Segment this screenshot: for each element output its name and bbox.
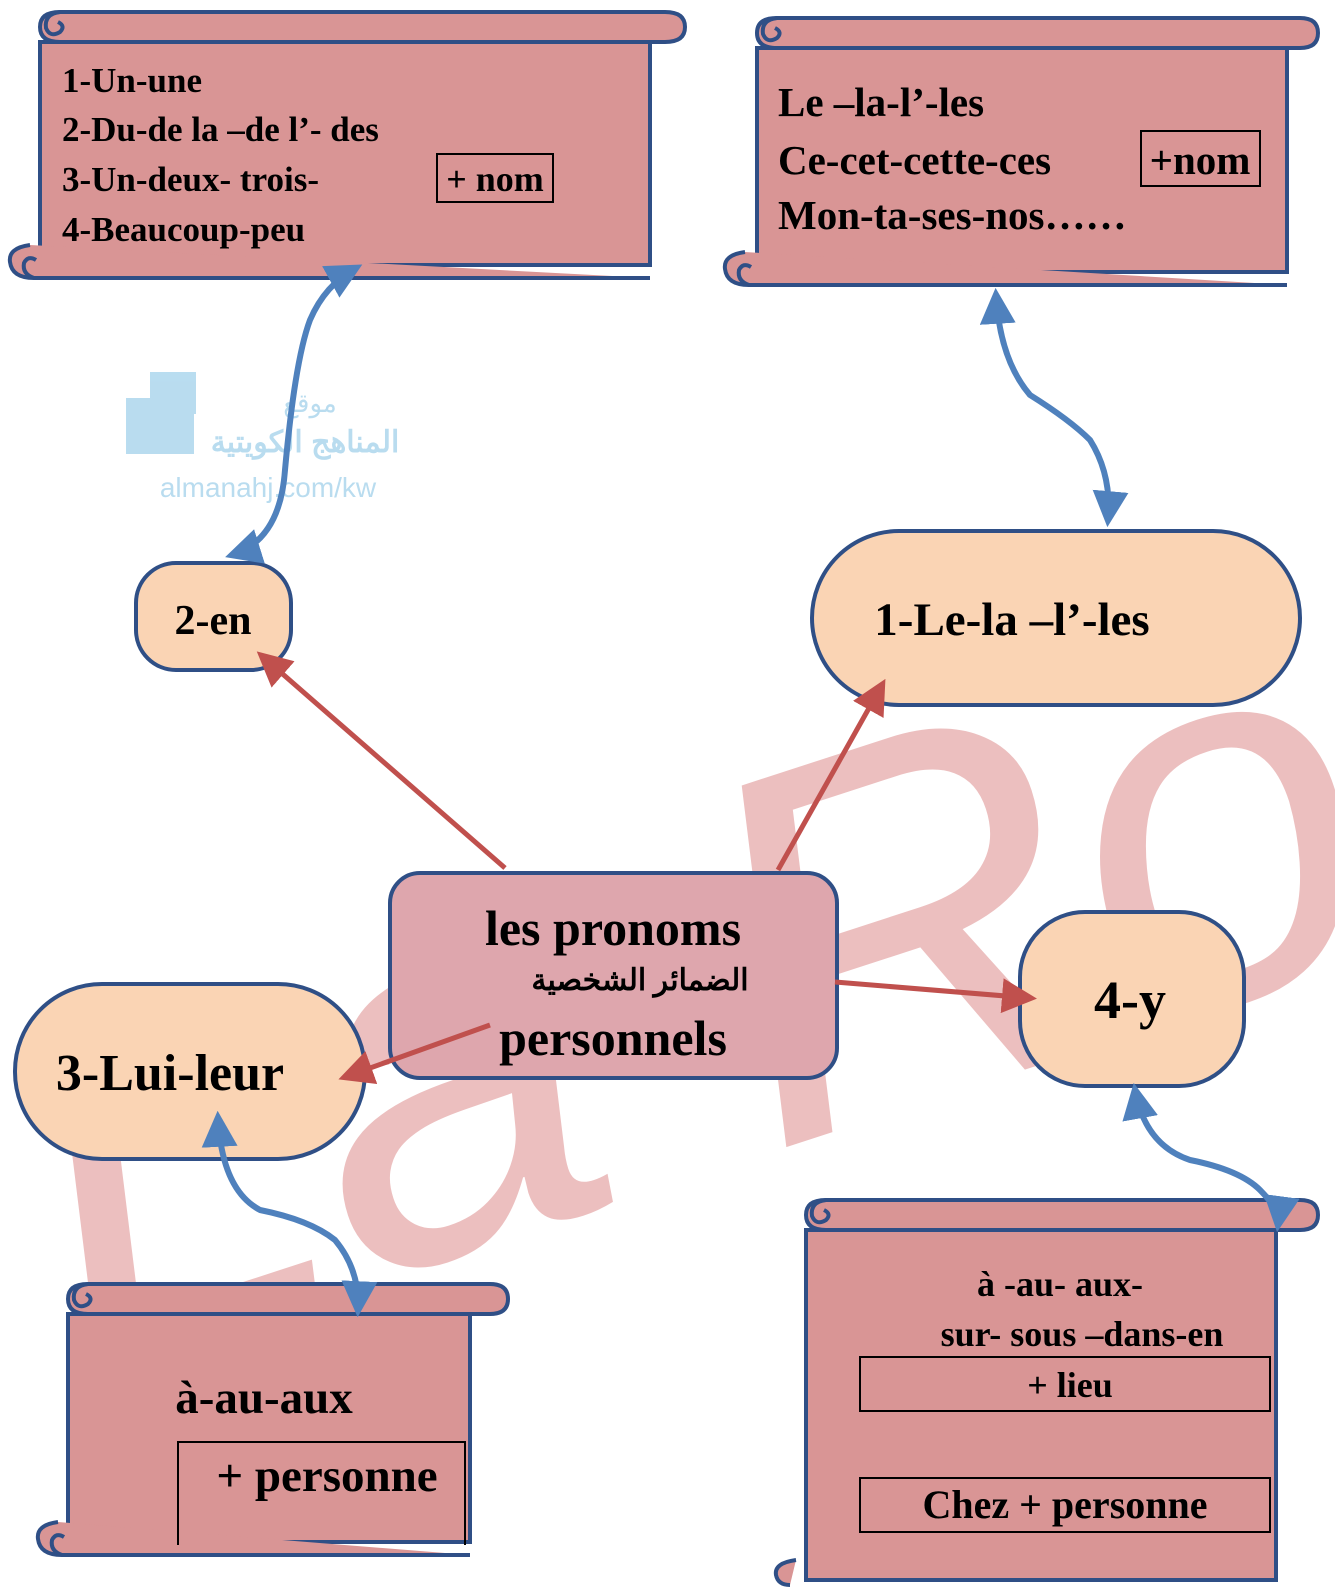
node-en-shape [134, 561, 293, 672]
scroll-en: 1-Un-une 2-Du-de la –de l’- des 3-Un-deu… [7, 10, 688, 280]
scroll-le-bottom-roll [722, 250, 1287, 287]
connector-lui-leur-scroll [201, 1110, 378, 1318]
scroll-lui: à-au-aux + personne [35, 1282, 511, 1557]
scroll-le: Le –la-l’-les Ce-cet-cette-ces Mon-ta-se… [722, 16, 1321, 287]
scroll-y-line-1: à -au- aux- [977, 1264, 1143, 1304]
scroll-le-top-roll [754, 16, 1321, 50]
scroll-lui-body [66, 1312, 472, 1544]
watermark-url: almanahj.com/kw [160, 472, 377, 503]
scroll-y: à -au- aux- sur- sous –dans-en + lieu Ch… [773, 1198, 1321, 1587]
scroll-en-line-3: 3-Un-deux- trois- [62, 160, 319, 199]
center-node-shape [388, 871, 839, 1080]
node-lui-leur: 3-Lui-leur [13, 982, 367, 1161]
scroll-y-bottom-roll [773, 1558, 797, 1587]
node-lui-leur-label: 3-Lui-leur [56, 1045, 284, 1102]
scroll-en-curl-top [43, 10, 65, 37]
watermark-site-ar-2: المناهج الكويتية [211, 426, 400, 460]
node-en-label: 2-en [175, 598, 252, 644]
scroll-le-curl-bottom [736, 263, 753, 287]
center-arabic-title: الضمائر الشخصية [531, 964, 748, 998]
logo-square-right [172, 414, 194, 454]
scroll-en-line-4: 4-Beaucoup-peu [62, 210, 305, 249]
scroll-le-curl-top [760, 16, 782, 43]
arrow-to-lui-leur [338, 1022, 491, 1085]
scroll-en-curl-bottom [21, 256, 38, 280]
scroll-lui-line: à-au-aux [175, 1372, 353, 1424]
scroll-y-box-1-text: + lieu [1027, 1365, 1113, 1405]
scroll-en-box-text: + nom [446, 159, 544, 199]
arrow-to-en [256, 651, 507, 870]
scroll-y-line-2: sur- sous –dans-en [941, 1314, 1224, 1354]
scroll-lui-top-roll [65, 1282, 511, 1316]
center-node: les pronoms الضمائر الشخصية personnels [388, 871, 839, 1080]
connector-en-scroll [225, 264, 363, 564]
scroll-lui-curl-bottom [49, 1533, 66, 1557]
scroll-en-line-1: 1-Un-une [62, 61, 202, 100]
scroll-le-line-1: Le –la-l’-les [778, 79, 984, 125]
scroll-le-box [1140, 130, 1261, 187]
scroll-en-line-2: 2-Du-de la –de l’- des [62, 110, 379, 149]
scroll-lui-box [177, 1441, 466, 1545]
connector-y-scroll [1122, 1082, 1300, 1233]
connector-le-la-scroll [979, 287, 1129, 528]
center-title-line-2: personnels [499, 1010, 727, 1066]
scroll-y-box-2 [859, 1477, 1271, 1533]
scroll-y-box-1 [859, 1356, 1271, 1412]
scroll-en-bottom-roll [7, 243, 650, 280]
scroll-le-line-2: Ce-cet-cette-ces [778, 137, 1051, 183]
scroll-y-curl-top [809, 1198, 831, 1225]
watermark-logo: موقع المناهج الكويتية almanahj.com/kw [126, 372, 399, 503]
scroll-le-line-3: Mon-ta-ses-nos…… [778, 192, 1126, 238]
arrow-to-y [834, 978, 1037, 1014]
blue-connectors [201, 264, 1300, 1318]
center-title-line-1: les pronoms [485, 900, 741, 956]
scroll-lui-bottom-roll [35, 1520, 470, 1557]
node-le-la-shape [810, 529, 1302, 707]
scroll-y-box-2-text: Chez + personne [923, 1482, 1208, 1527]
logo-square-left [126, 398, 172, 454]
scroll-en-box [436, 153, 554, 203]
node-y: 4-y [1018, 910, 1246, 1088]
scroll-lui-curl-top [71, 1282, 93, 1309]
node-le-la: 1-Le-la –l’-les [810, 529, 1302, 707]
scroll-le-box-text: +nom [1150, 137, 1251, 183]
node-y-label: 4-y [1094, 970, 1166, 1030]
scroll-en-top-roll [37, 10, 688, 44]
node-le-la-label: 1-Le-la –l’-les [874, 594, 1149, 646]
scroll-y-top-roll [803, 1198, 1321, 1232]
node-en: 2-en [134, 561, 293, 672]
arrow-to-le-la [775, 678, 886, 872]
scroll-lui-box-text: + personne [216, 1450, 437, 1502]
red-arrows [256, 651, 1037, 1085]
